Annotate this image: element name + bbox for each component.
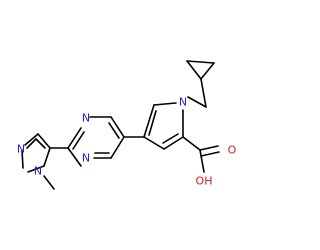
atom-n-pyrimidine-bottom: N (82, 152, 90, 165)
bond-carboxyl-oh (199, 149, 205, 173)
bond-carbonyl-b (200, 151, 220, 157)
bond-pyrrole-c2-n1 (153, 102, 177, 106)
bond-pyrazole-c4-c3 (37, 133, 51, 149)
atom-n-pyrimidine-top: N (82, 112, 90, 125)
atom-n-pyrazole-methyl: N (34, 165, 42, 178)
bond-pyrimidine-c5-c4 (110, 136, 125, 159)
bond-cyclopropyl-c (200, 62, 215, 80)
bond-pyrrole-c3-c2-double (148, 110, 157, 136)
atom-n-pyrazole: N (17, 143, 25, 156)
atom-n-pyrrole: N (179, 96, 187, 109)
molecule-structure: N N N N N O OH (17, 60, 237, 190)
molecule-diagram: N N N N N O OH (16, 60, 237, 190)
bond-pyrimidine-c6-c5 (110, 116, 125, 138)
bond-pyrazole-c3-c4-double (35, 138, 46, 149)
bond-c5-carboxyl (182, 136, 201, 151)
atom-oh-acid: OH (196, 175, 213, 188)
bond-pyrazole-c3-n1 (24, 133, 39, 146)
bond-pyrazole-n2-c5 (27, 165, 45, 173)
bond-ch2-cyclopropyl (200, 78, 207, 108)
bond-pyrimidine-c2-n1-double (72, 131, 85, 150)
bond-pyrimidine-c6-c5-double (108, 122, 120, 139)
bond-cyclopropyl-a (186, 60, 202, 80)
bond-pyrimidine-c2-n1 (67, 127, 82, 149)
bond-pyrrole-c5-c4-double (162, 133, 179, 144)
bond-carbonyl-a (199, 145, 219, 151)
bond-pyrimidine-n3-c2 (67, 147, 82, 167)
bond-pyrrole-c3-c2 (143, 104, 155, 138)
bond-pyrazole-c5-c4 (43, 147, 51, 167)
bond-pyrrole-c4-c3 (143, 136, 165, 150)
bond-n-methyl (43, 175, 55, 190)
bond-n-ch2 (187, 96, 207, 108)
bond-pyrrole-c5-c4 (163, 136, 184, 150)
bond-pyrazole-c3-n1-double (26, 138, 37, 149)
bond-pyrazole-n1-n2 (21, 149, 24, 169)
atom-o-carbonyl: O (228, 144, 237, 157)
bond-cyclopropyl-b (186, 60, 215, 64)
